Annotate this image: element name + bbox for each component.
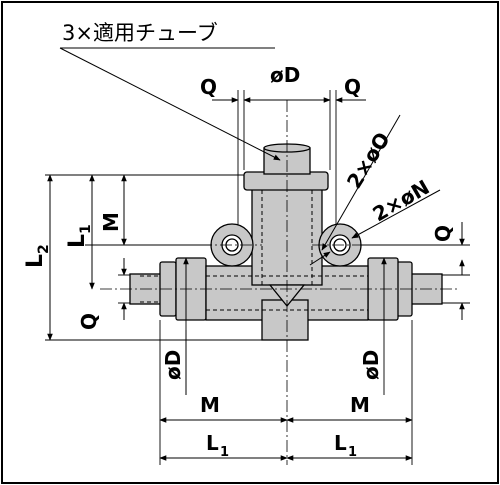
dim-2xphiN: 2×øN bbox=[369, 175, 434, 226]
dim-L2-sub: 2 bbox=[36, 244, 52, 254]
dim-Q-top-left: Q bbox=[200, 75, 217, 99]
dim-L1-left-main: L bbox=[65, 234, 90, 248]
dim-L1-left: L 1 bbox=[65, 224, 94, 248]
dim-Q-top-right: Q bbox=[344, 75, 361, 99]
dim-Q-left: Q bbox=[77, 313, 101, 330]
dimension-lines bbox=[47, 47, 465, 461]
dim-M-bottom-right: M bbox=[350, 393, 370, 417]
dim-M-bottom-left: M bbox=[200, 393, 220, 417]
extension-lines bbox=[45, 90, 470, 465]
dim-L1-bottom-left: L 1 bbox=[206, 431, 229, 460]
fitting-body bbox=[129, 143, 443, 341]
dim-L1-bottom-right-sub: 1 bbox=[348, 445, 357, 460]
dim-L1-left-sub: 1 bbox=[78, 224, 94, 234]
dim-L2-main: L bbox=[23, 254, 48, 268]
dim-L2: L 2 bbox=[23, 244, 52, 268]
dim-L1-bottom-right: L 1 bbox=[334, 431, 357, 460]
dim-Q-right: Q bbox=[431, 225, 455, 242]
dim-phiD-left: øD bbox=[161, 350, 185, 380]
dim-L1-bottom-left-main: L bbox=[206, 431, 219, 455]
dim-phiD-right: øD bbox=[359, 350, 383, 380]
dim-2xphiO: 2×øO bbox=[342, 128, 395, 193]
dim-L1-bottom-right-main: L bbox=[334, 431, 347, 455]
dim-M-left: M bbox=[99, 212, 123, 232]
dim-L1-bottom-left-sub: 1 bbox=[220, 445, 229, 460]
callout-text: 3×適用チューブ bbox=[62, 21, 218, 45]
dim-phiD-top: øD bbox=[270, 63, 300, 87]
